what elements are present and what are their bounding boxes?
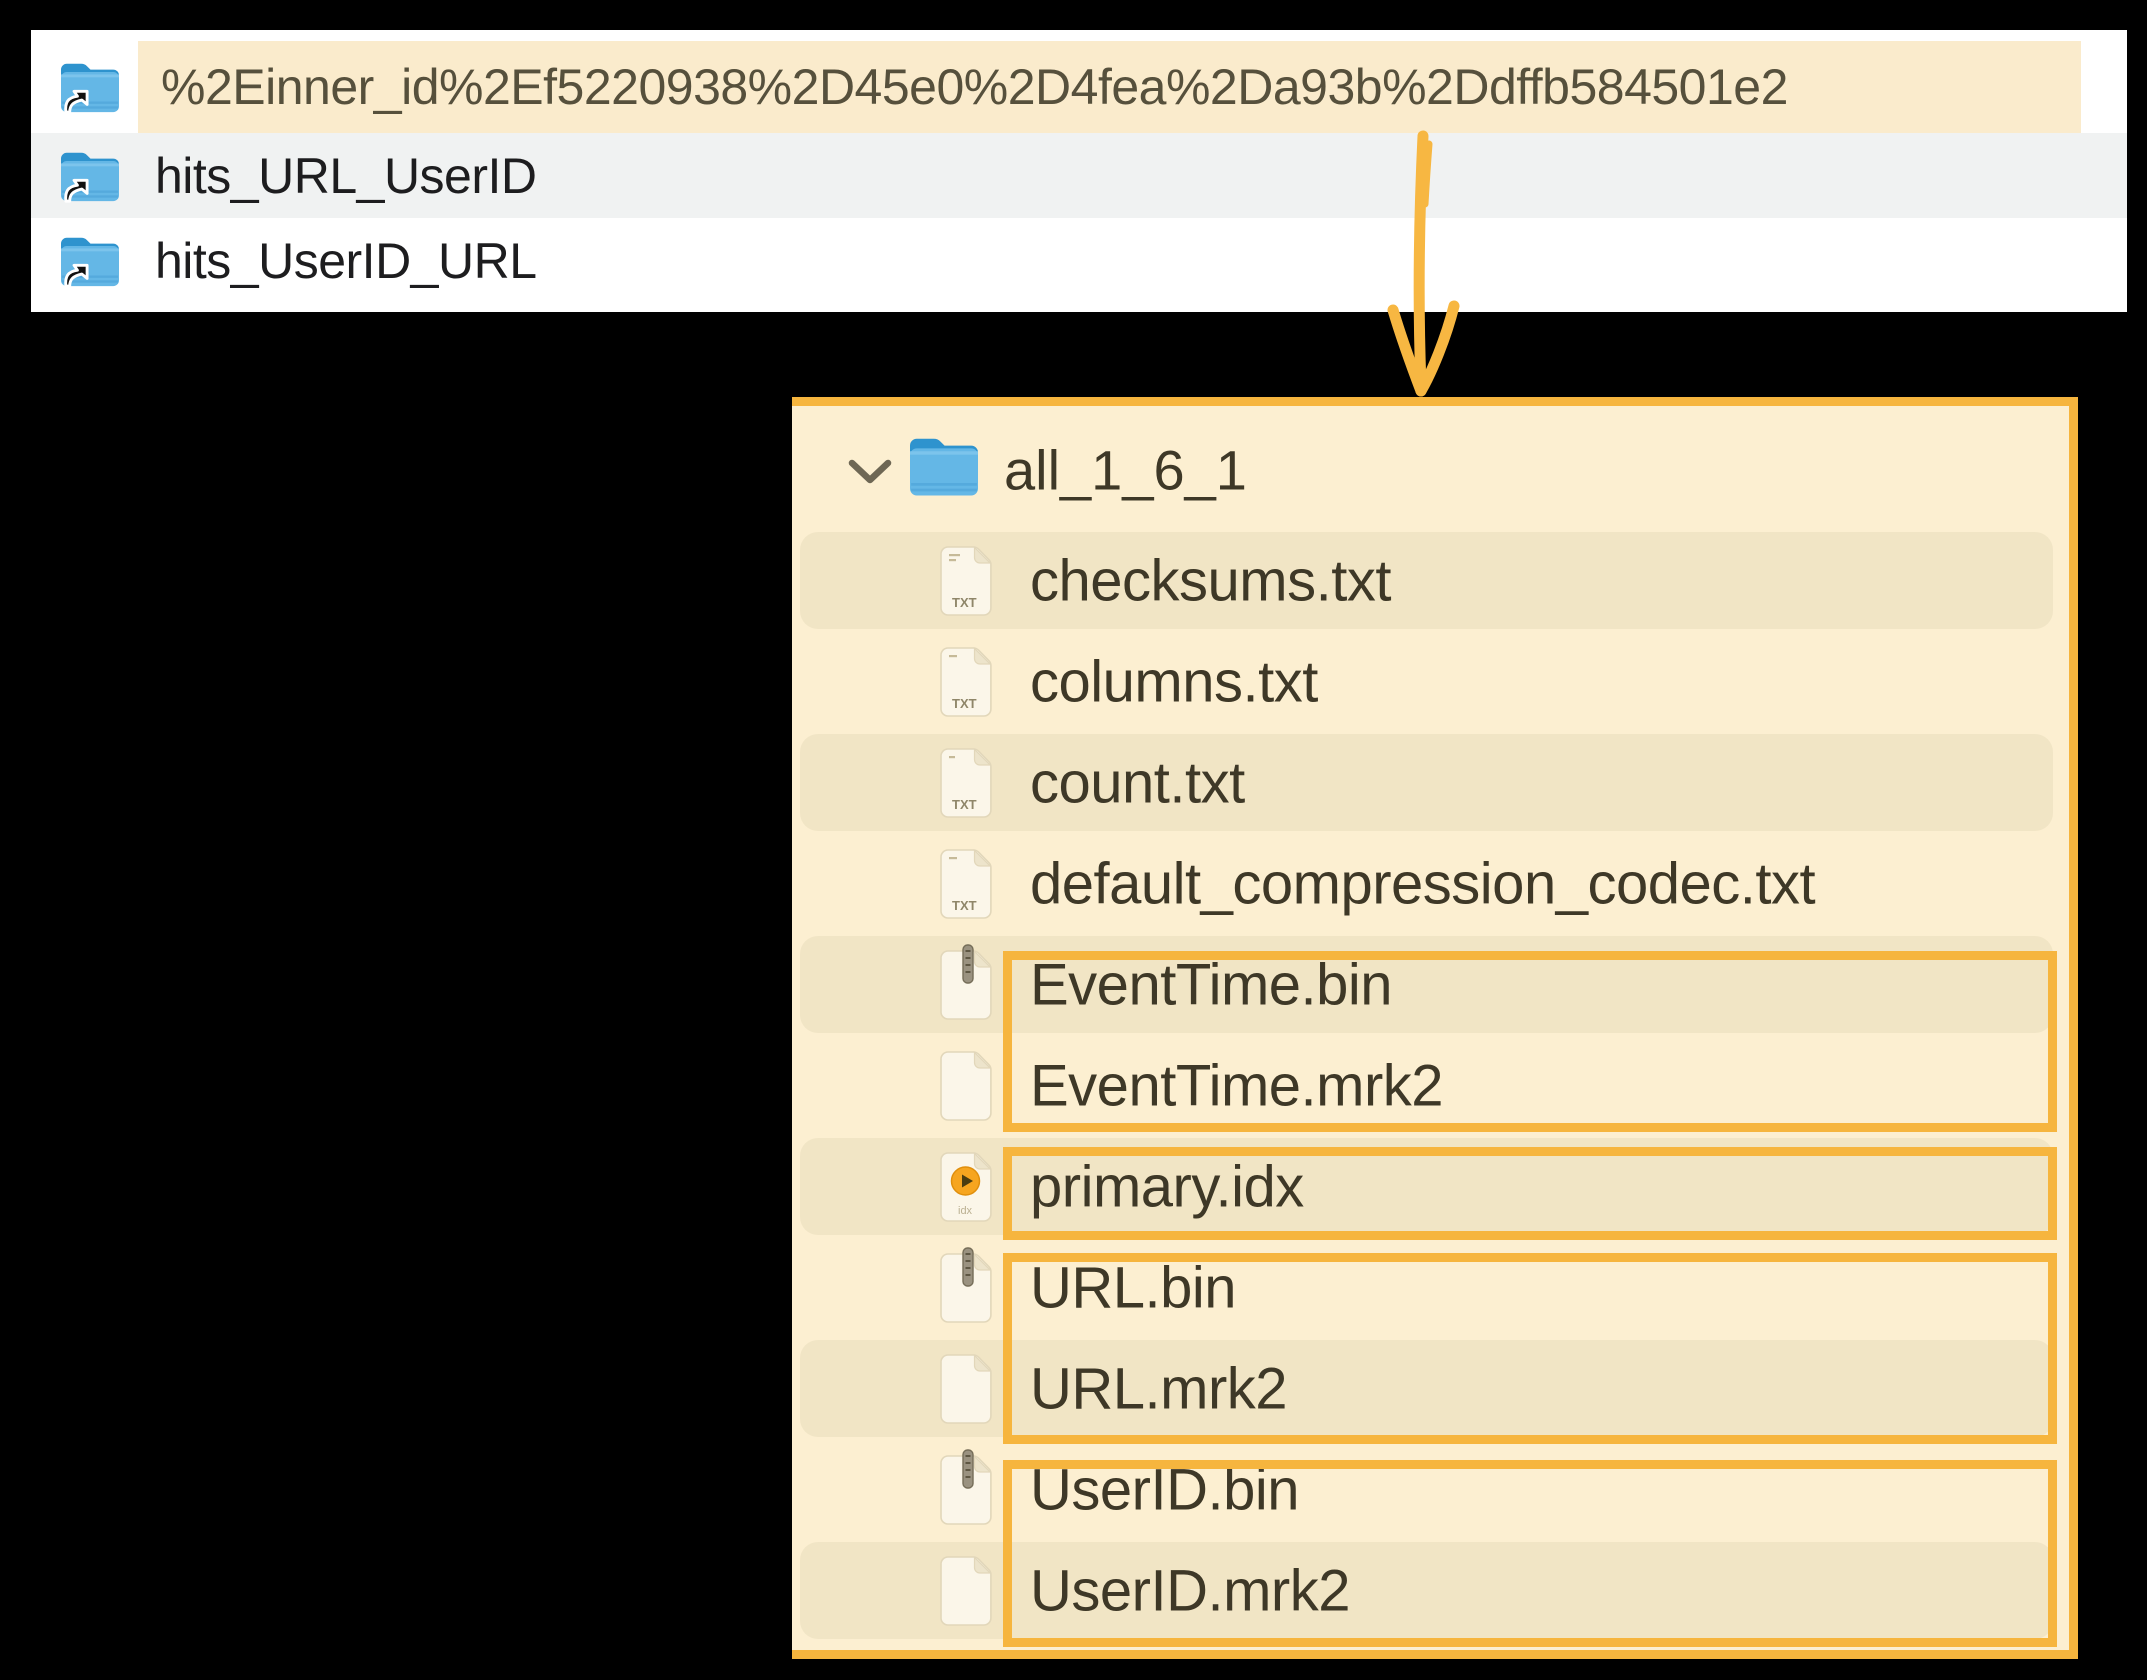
text-file-icon: TXT: [940, 748, 992, 818]
svg-text:TXT: TXT: [952, 797, 977, 812]
folder-name: hits_URL_UserID: [155, 147, 537, 204]
list-item[interactable]: hits_UserID_URL: [31, 218, 2127, 303]
alias-folder-icon: [61, 237, 119, 288]
file-name: URL.mrk2: [1030, 1356, 1288, 1421]
folder-name: %2Einner_id%2Ef5220938%2D45e0%2D4fea%2Da…: [161, 59, 1788, 115]
index-file-icon: idx: [940, 1152, 992, 1222]
tree-row[interactable]: idx primary.idx: [792, 1136, 2069, 1237]
file-name: UserID.bin: [1030, 1457, 1299, 1522]
binary-file-icon: [940, 944, 992, 1020]
binary-file-icon: [940, 1247, 992, 1323]
tree-row[interactable]: URL.bin: [792, 1237, 2069, 1338]
tree-row[interactable]: UserID.bin: [792, 1439, 2069, 1540]
row-stripe: [800, 532, 2053, 629]
file-name: default_compression_codec.txt: [1030, 851, 1816, 916]
file-name: columns.txt: [1030, 649, 1318, 714]
file-name: EventTime.mrk2: [1030, 1053, 1444, 1118]
blank-file-icon: [940, 1556, 992, 1626]
tree-row[interactable]: EventTime.mrk2: [792, 1035, 2069, 1136]
file-name: URL.bin: [1030, 1255, 1237, 1320]
svg-text:TXT: TXT: [952, 696, 977, 711]
folder-name: hits_UserID_URL: [155, 232, 537, 289]
file-name: UserID.mrk2: [1030, 1558, 1350, 1623]
svg-text:TXT: TXT: [952, 898, 977, 913]
tree-row[interactable]: TXT count.txt: [792, 732, 2069, 833]
text-file-icon: TXT: [940, 849, 992, 919]
file-name: primary.idx: [1030, 1154, 1304, 1219]
folder-contents-panel: all_1_6_1 TXT checksums.txt TXT columns.…: [792, 397, 2078, 1659]
root-folder-name: all_1_6_1: [1004, 438, 1247, 502]
blank-file-icon: [940, 1051, 992, 1121]
down-arrow-annotation: [1387, 130, 1460, 397]
tree-row[interactable]: TXT columns.txt: [792, 631, 2069, 732]
chevron-down-icon[interactable]: [847, 456, 893, 486]
svg-text:TXT: TXT: [952, 595, 977, 610]
text-file-icon: TXT: [940, 647, 992, 717]
alias-folder-icon: [61, 152, 119, 203]
binary-file-icon: [940, 1449, 992, 1525]
text-file-icon: TXT: [940, 546, 992, 616]
tree-root-row[interactable]: all_1_6_1: [792, 414, 2069, 526]
finder-list: %2Einner_id%2Ef5220938%2D45e0%2D4fea%2Da…: [31, 30, 2127, 312]
list-item[interactable]: hits_URL_UserID: [31, 133, 2127, 218]
list-item[interactable]: %2Einner_id%2Ef5220938%2D45e0%2D4fea%2Da…: [31, 41, 2127, 133]
alias-folder-icon: [61, 63, 119, 114]
tree-row[interactable]: TXT checksums.txt: [792, 530, 2069, 631]
file-name: EventTime.bin: [1030, 952, 1393, 1017]
tree-row[interactable]: URL.mrk2: [792, 1338, 2069, 1439]
svg-text:idx: idx: [958, 1205, 973, 1217]
file-name: checksums.txt: [1030, 548, 1391, 613]
tree-row[interactable]: TXT default_compression_codec.txt: [792, 833, 2069, 934]
row-stripe: [800, 734, 2053, 831]
selection-highlight: [138, 41, 2081, 133]
blank-file-icon: [940, 1354, 992, 1424]
tree-row[interactable]: EventTime.bin: [792, 934, 2069, 1035]
tree-row[interactable]: UserID.mrk2: [792, 1540, 2069, 1641]
folder-icon: [910, 438, 978, 496]
file-name: count.txt: [1030, 750, 1245, 815]
